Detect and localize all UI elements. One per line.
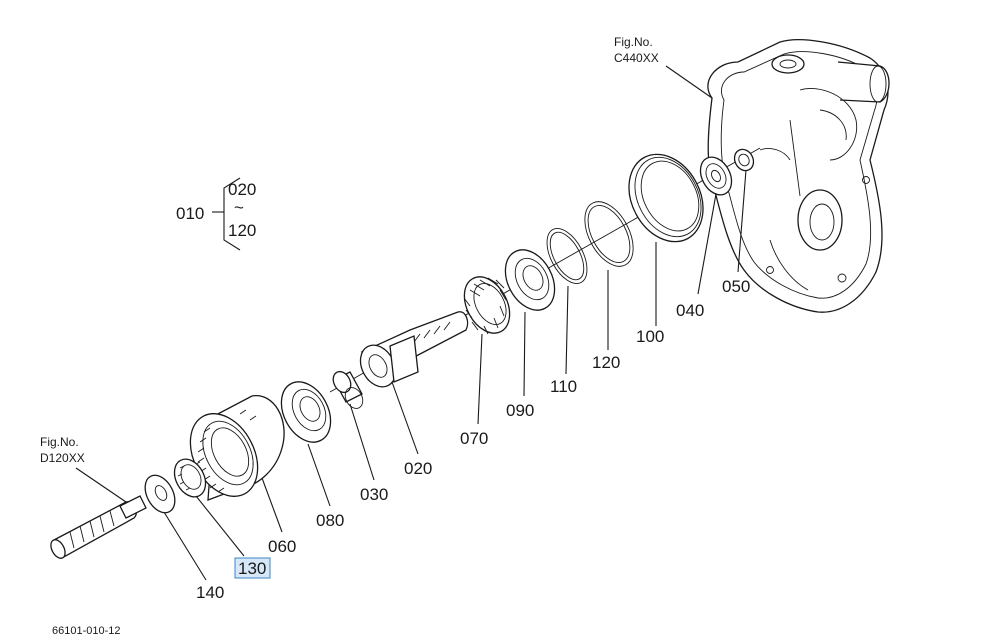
highlight-box (234, 557, 271, 579)
group-range-to: 120 (228, 221, 256, 240)
part-number-030: 030 (360, 485, 388, 504)
part-060-gear-hub (189, 395, 285, 501)
part-080-bearing (280, 381, 332, 443)
callout-110[interactable]: 110 (550, 377, 577, 396)
group-range-separator: ~ (234, 198, 244, 217)
group-range-from: 020 (228, 180, 256, 199)
callout-140[interactable]: 140 (196, 583, 224, 602)
fig-ref-c440[interactable]: Fig.No. C440XX (614, 35, 659, 65)
fig-ref-d120-code: D120XX (40, 451, 85, 465)
part-090-bearing (504, 249, 556, 311)
callout-070[interactable]: 070 (460, 429, 488, 448)
part-020-spline-shaft (359, 311, 469, 388)
part-number-110: 110 (550, 377, 577, 396)
gear-case-housing (707, 39, 890, 313)
fig-ref-d120-title: Fig.No. (40, 435, 79, 449)
part-number-020: 020 (404, 459, 432, 478)
input-shaft (50, 495, 147, 559)
callout-030[interactable]: 030 (360, 485, 388, 504)
callout-040[interactable]: 040 (676, 301, 704, 320)
group-main-number: 010 (176, 204, 204, 223)
part-number-080: 080 (316, 511, 344, 530)
callout-060[interactable]: 060 (268, 537, 296, 556)
part-number-060: 060 (268, 537, 296, 556)
callout-130[interactable]: 130 (234, 557, 271, 579)
fig-ref-d120[interactable]: Fig.No. D120XX (40, 435, 85, 465)
part-number-130: 130 (238, 559, 266, 578)
part-number-100: 100 (636, 327, 664, 346)
part-number-070: 070 (460, 429, 488, 448)
part-050-seal (733, 148, 755, 172)
part-030-bushing (332, 370, 364, 409)
part-100-ring (628, 153, 704, 243)
part-group-bracket: 010 020 ~ 120 (176, 177, 256, 251)
part-070-roller-cage (463, 276, 511, 335)
callout-090[interactable]: 090 (506, 401, 534, 420)
fig-ref-c440-code: C440XX (614, 51, 659, 65)
callout-100[interactable]: 100 (636, 327, 664, 346)
leader-lines (75, 65, 747, 581)
part-130-needle-bearing (173, 458, 207, 498)
part-number-050: 050 (722, 277, 750, 296)
callout-020[interactable]: 020 (404, 459, 432, 478)
part-120-snap-ring (584, 201, 634, 267)
part-number-120: 120 (592, 353, 620, 372)
part-number-040: 040 (676, 301, 704, 320)
part-040-bearing (699, 156, 733, 196)
callout-080[interactable]: 080 (316, 511, 344, 530)
drawing-code: 66101-010-12 (52, 625, 121, 637)
part-140-thrust-washer (144, 474, 176, 514)
callout-120[interactable]: 120 (592, 353, 620, 372)
callout-050[interactable]: 050 (722, 277, 750, 296)
fig-ref-c440-title: Fig.No. (614, 35, 653, 49)
part-number-140: 140 (196, 583, 224, 602)
part-number-090: 090 (506, 401, 534, 420)
part-110-snap-ring (546, 228, 588, 284)
